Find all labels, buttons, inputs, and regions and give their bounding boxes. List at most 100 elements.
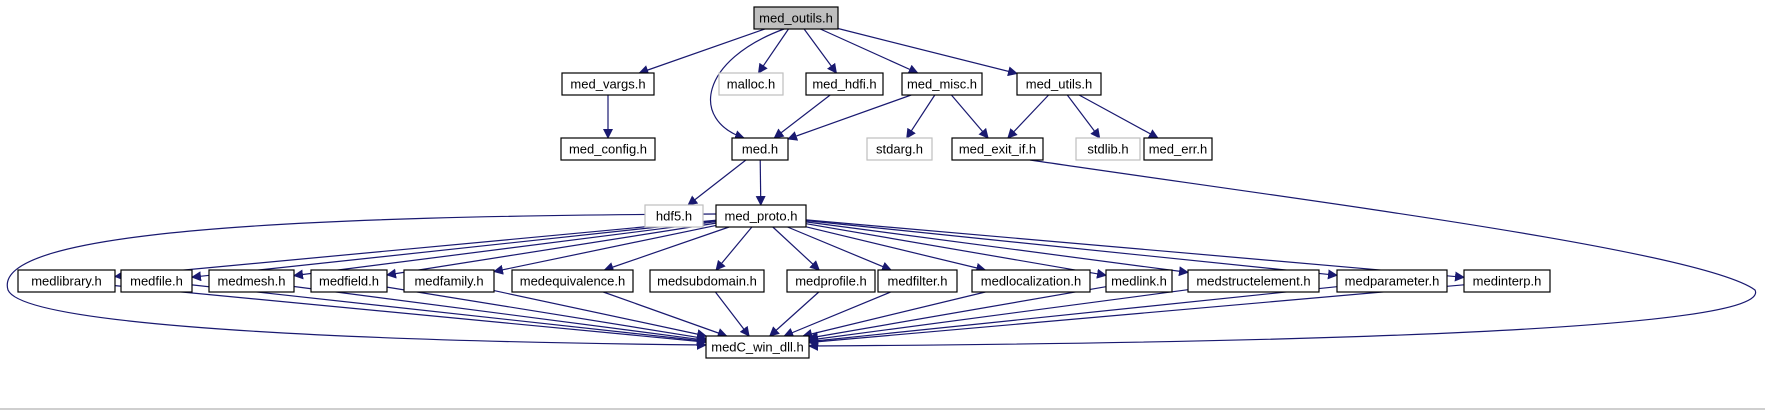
edge-med_outils-to-med_hdfi [803,28,837,74]
node-medlibrary-box [17,269,116,293]
node-med-box [731,137,789,161]
node-medstructelement[interactable]: medstructelement.h [1187,269,1320,293]
edge-med_proto-to-medequivalence [603,226,730,272]
node-stdarg-box [866,137,933,161]
node-medC_win_dll[interactable]: medC_win_dll.h [705,335,810,359]
node-medsubdomain[interactable]: medsubdomain.h [649,269,765,293]
edge-medlink-to-medC_win_dll [808,286,1107,342]
edge-medfamily-to-medC_win_dll [493,290,708,340]
node-medparameter-label: medparameter.h [1345,274,1440,289]
node-stdlib-box [1075,137,1141,161]
edge-medfile-to-medC_win_dll [191,284,707,346]
edge-med_outils-to-med [709,28,785,140]
node-medfile-box [120,269,193,293]
node-med_config-label: med_config.h [569,142,647,157]
node-med_misc-box [901,72,983,96]
node-med_config-box [560,137,656,161]
node-medfamily[interactable]: medfamily.h [403,269,495,293]
edge-med_proto-to-medfield [386,222,717,279]
node-medmesh-label: medmesh.h [218,274,286,289]
node-medlink-label: medlink.h [1111,274,1167,289]
node-med_err-box [1143,137,1213,161]
node-med_utils[interactable]: med_utils.h [1016,72,1102,96]
node-med_misc-label: med_misc.h [907,77,977,92]
edge-med-to-med_proto [755,159,766,206]
node-medparameter[interactable]: medparameter.h [1336,269,1448,293]
node-medC_win_dll-label: medC_win_dll.h [711,340,804,355]
edge-medstructelement-to-medC_win_dll [808,289,1189,344]
edge-medfilter-to-medC_win_dll [783,291,892,338]
edge-med_proto-to-medfilter [787,226,892,272]
edge-med_outils-to-med_utils [837,27,1018,77]
node-hdf5: hdf5.h [644,204,704,228]
node-med_misc[interactable]: med_misc.h [901,72,983,96]
node-med_err-label: med_err.h [1149,142,1208,157]
node-med_outils[interactable]: med_outils.h [753,6,839,30]
node-med_hdfi-label: med_hdfi.h [812,77,876,92]
node-medequivalence-label: medequivalence.h [520,274,626,289]
edge-medparameter-to-medC_win_dll [808,286,1338,346]
node-medequivalence[interactable]: medequivalence.h [511,269,634,293]
node-medmesh[interactable]: medmesh.h [208,269,295,293]
edge-med_misc-to-stdarg [906,94,936,139]
node-med_config[interactable]: med_config.h [560,137,656,161]
node-med_proto[interactable]: med_proto.h [715,204,807,228]
edge-med_utils-to-med_err [1078,94,1159,139]
edge-med_proto-to-medlibrary [114,219,717,281]
node-med_err[interactable]: med_err.h [1143,137,1213,161]
edge-med_exit_if-to-medC_win_dll [808,159,1757,351]
edge-med_proto-to-medfamily [493,224,717,275]
node-medprofile[interactable]: medprofile.h [786,269,876,293]
node-stdarg: stdarg.h [866,137,933,161]
node-medfamily-box [403,269,495,293]
edge-med_proto-to-medlink [805,223,1107,279]
node-medfilter[interactable]: medfilter.h [877,269,958,293]
node-medC_win_dll-box [705,335,810,359]
edge-medmesh-to-medC_win_dll [293,285,707,345]
edge-medlibrary-to-medC_win_dll [114,285,707,347]
node-medfile[interactable]: medfile.h [120,269,193,293]
node-medlocalization-label: medlocalization.h [981,274,1081,289]
node-med_exit_if-label: med_exit_if.h [959,142,1036,157]
node-med_vargs[interactable]: med_vargs.h [561,72,655,96]
node-medlink[interactable]: medlink.h [1105,269,1173,293]
edge-medinterp-to-medC_win_dll [808,284,1465,347]
node-medsubdomain-box [649,269,765,293]
edge-med_misc-to-med_exit_if [950,94,989,139]
node-medparameter-box [1336,269,1448,293]
node-med_exit_if[interactable]: med_exit_if.h [951,137,1044,161]
node-medfile-label: medfile.h [130,274,183,289]
node-medprofile-label: medprofile.h [795,274,867,289]
node-medfield[interactable]: medfield.h [310,269,388,293]
node-med[interactable]: med.h [731,137,789,161]
node-med_exit_if-box [951,137,1044,161]
node-malloc: malloc.h [718,72,784,96]
edge-med_proto-to-medC_win_dll [6,213,717,350]
node-med_outils-label: med_outils.h [759,11,833,26]
edge-med_proto-to-medmesh [293,221,717,280]
bottom-divider [0,408,1765,410]
node-med_outils-box [753,6,839,30]
edge-medprofile-to-medC_win_dll [769,291,820,337]
node-medlocalization[interactable]: medlocalization.h [971,269,1091,293]
edge-med-to-hdf5 [687,159,747,206]
node-medlink-box [1105,269,1173,293]
edge-med_proto-to-medstructelement [805,221,1189,277]
node-medlibrary[interactable]: medlibrary.h [17,269,116,293]
edge-med_outils-to-med_vargs [638,28,765,75]
node-stdlib-label: stdlib.h [1087,142,1128,157]
node-med_proto-box [715,204,807,228]
node-medinterp[interactable]: medinterp.h [1463,269,1551,293]
node-stdarg-label: stdarg.h [876,142,923,157]
node-medfield-label: medfield.h [319,274,379,289]
node-med_hdfi[interactable]: med_hdfi.h [805,72,884,96]
node-med_utils-box [1016,72,1102,96]
node-medfilter-label: medfilter.h [888,274,948,289]
node-med_utils-label: med_utils.h [1026,77,1092,92]
edge-med_utils-to-med_exit_if [1007,94,1050,139]
node-medstructelement-label: medstructelement.h [1196,274,1310,289]
node-medlocalization-box [971,269,1091,293]
node-med_proto-label: med_proto.h [725,209,798,224]
node-medequivalence-box [511,269,634,293]
node-hdf5-box [644,204,704,228]
